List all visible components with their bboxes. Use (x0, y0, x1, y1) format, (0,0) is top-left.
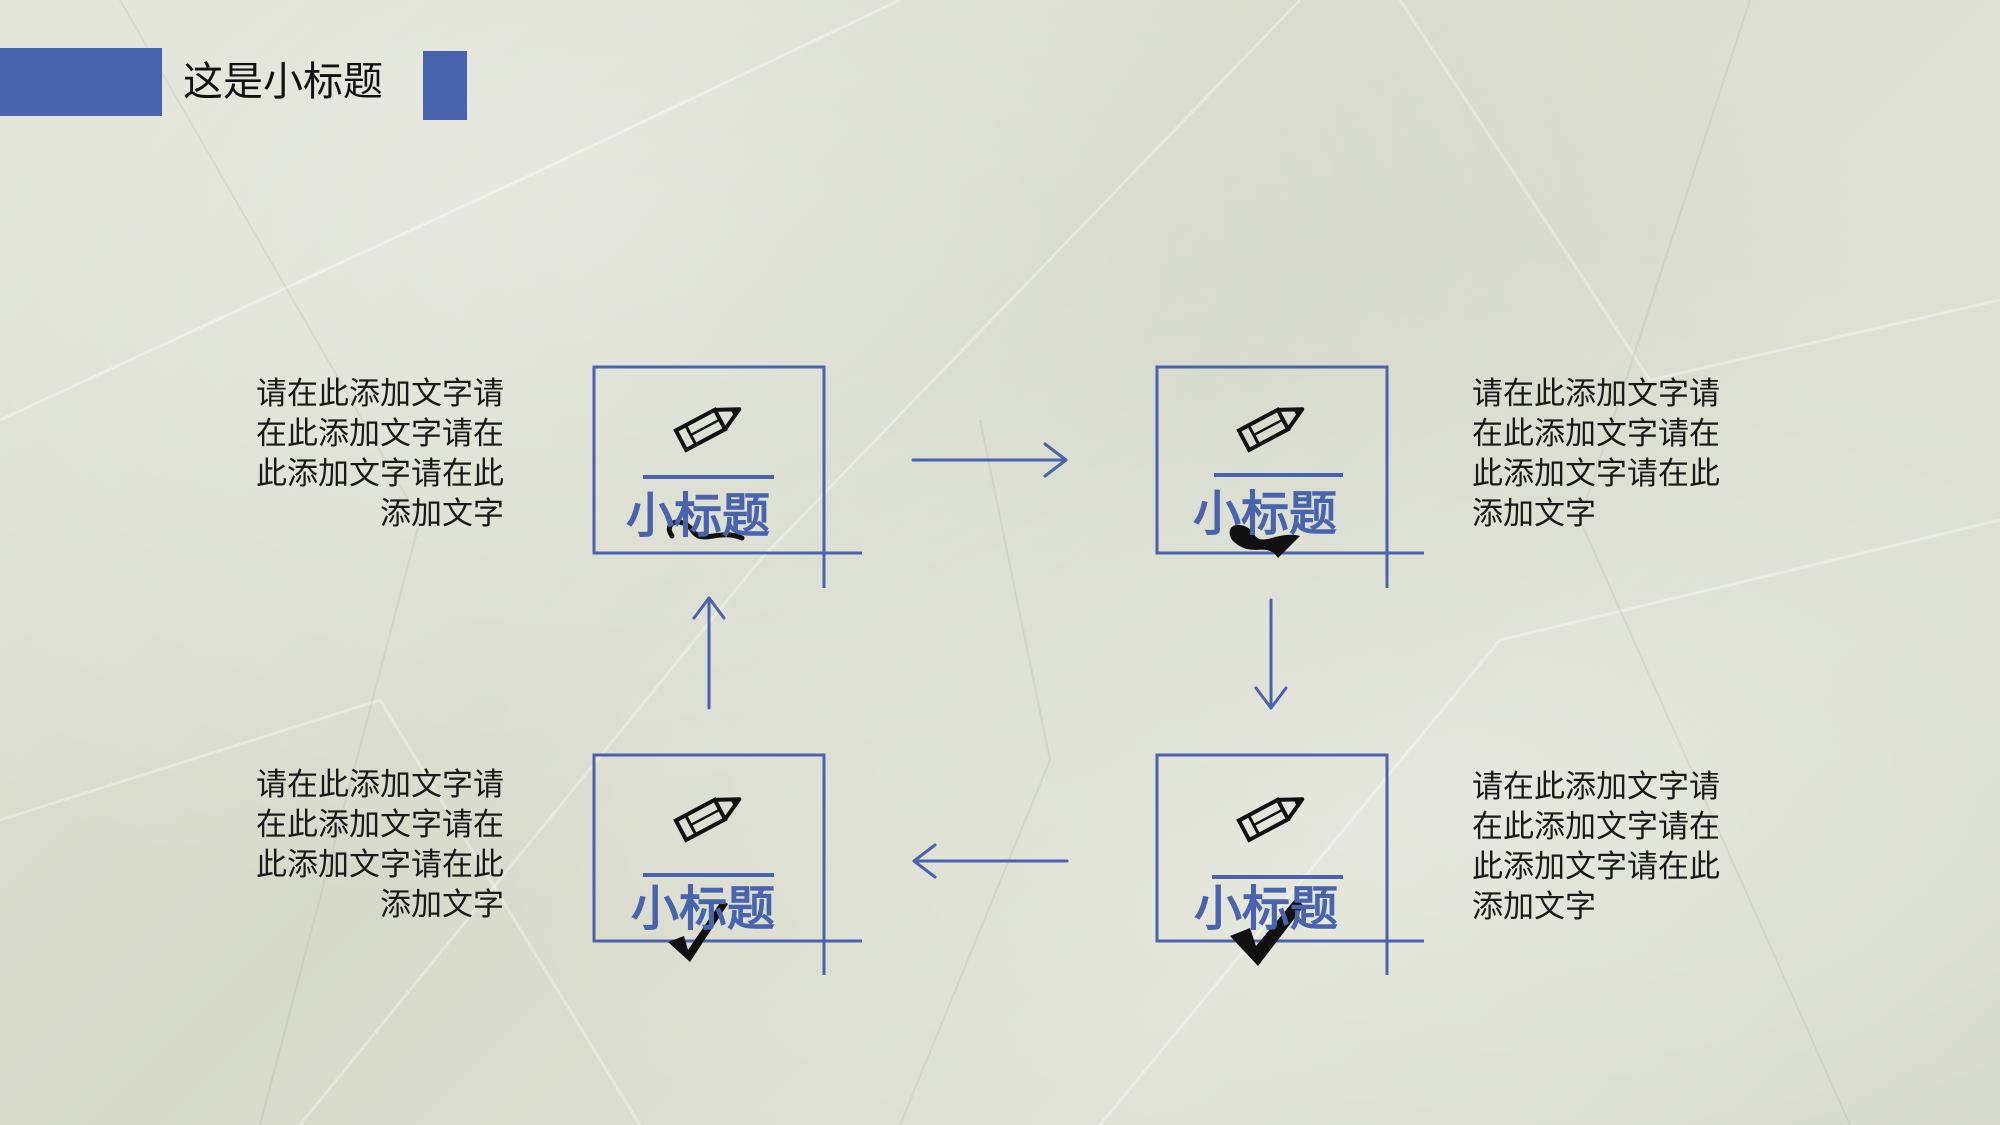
pencil-icon (673, 397, 747, 452)
arrow-down-icon (1254, 598, 1288, 710)
arrow-left-icon (912, 843, 1069, 879)
checkmark-icon (1230, 898, 1304, 966)
step-description-2: 请在此添加文字请 在此添加文字请在 此添加文字请在此 添加文字 (1472, 376, 1720, 532)
step-description-3: 请在此添加文字请 在此添加文字请在 此添加文字请在此 添加文字 (256, 767, 504, 923)
step-description-4: 请在此添加文字请 在此添加文字请在 此添加文字请在此 添加文字 (1472, 769, 1720, 925)
step-title-2: 小标题 (1192, 486, 1337, 542)
checkmark-icon (1229, 524, 1300, 558)
step-title-4: 小标题 (1193, 881, 1338, 937)
arrow-right-icon (911, 442, 1068, 478)
step-card-3 (592, 753, 862, 975)
arrow-up-icon (692, 596, 726, 710)
pencil-icon (673, 787, 747, 842)
step-description-1: 请在此添加文字请 在此添加文字请在 此添加文字请在此 添加文字 (256, 376, 504, 532)
pencil-icon (1236, 787, 1310, 842)
step-card-4 (1155, 753, 1424, 975)
header-accent-block (423, 51, 467, 120)
page-title: 这是小标题 (183, 59, 383, 105)
checkmark-icon (668, 900, 728, 962)
checkmark-icon (667, 519, 745, 541)
step-card-2 (1155, 365, 1424, 588)
pencil-icon (1236, 397, 1310, 452)
header-accent-bar (0, 48, 162, 116)
step-card-1 (592, 365, 862, 588)
step-title-3: 小标题 (630, 881, 775, 937)
step-title-1: 小标题 (625, 488, 770, 544)
